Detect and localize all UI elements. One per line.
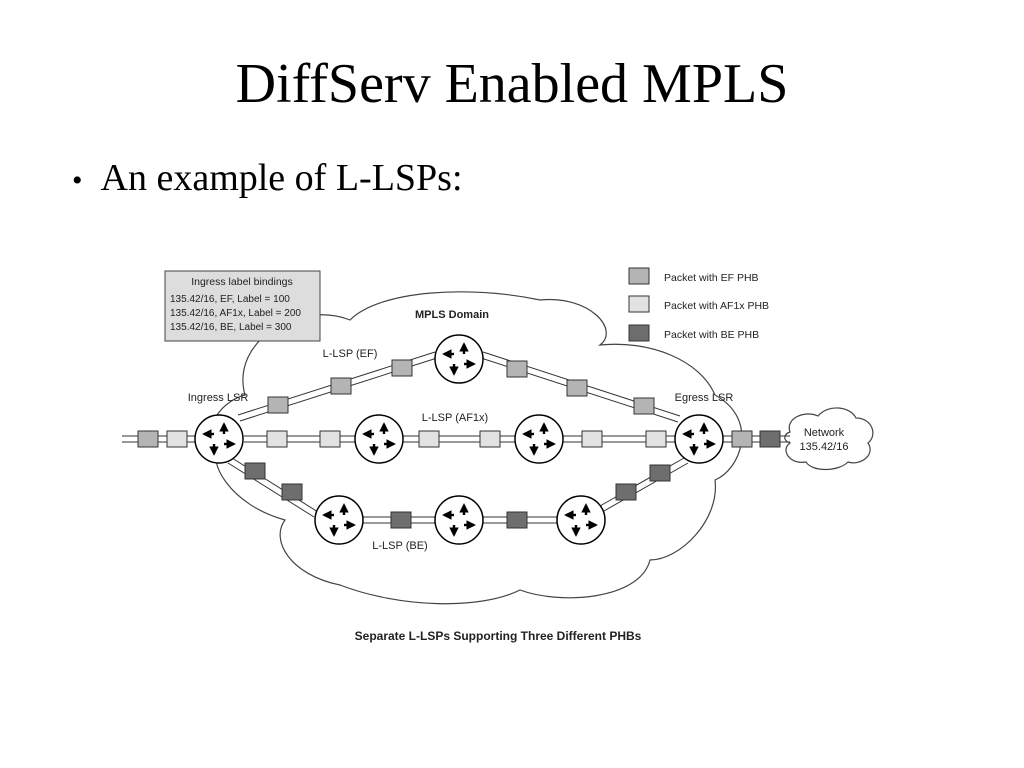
packet-ef <box>137 430 159 448</box>
packet-be <box>506 511 528 529</box>
ingress-lsr-label: Ingress LSR <box>188 392 249 404</box>
packet-af <box>319 430 341 448</box>
ingress-bindings-box: Ingress label bindings 135.42/16, EF, La… <box>164 270 321 342</box>
lsp-be-label: L-LSP (BE) <box>372 540 427 552</box>
network-cloud <box>784 407 874 471</box>
packet-be <box>390 511 412 529</box>
packet-ef <box>566 379 588 397</box>
legend-swatch-be <box>628 324 650 342</box>
packet-ef <box>330 377 352 395</box>
router-be-2-icon <box>434 495 484 545</box>
packet-af <box>166 430 188 448</box>
packet-be <box>649 464 671 482</box>
packet-be <box>615 483 637 501</box>
router-be-1-icon <box>314 495 364 545</box>
legend-label-ef: Packet with EF PHB <box>664 272 759 284</box>
router-egress-icon <box>674 414 724 464</box>
bullet-text: An example of L-LSPs: <box>100 157 463 199</box>
bindings-title: Ingress label bindings <box>191 276 293 288</box>
packet-ef <box>731 430 753 448</box>
legend-swatch-af <box>628 295 650 313</box>
bullet-item: • An example of L-LSPs: <box>72 156 463 200</box>
diagram-caption: Separate L-LSPs Supporting Three Differe… <box>355 629 642 643</box>
be-packets <box>244 430 781 529</box>
router-af-1-icon <box>354 414 404 464</box>
packet-ef <box>633 397 655 415</box>
mpls-domain-cloud <box>212 291 743 605</box>
router-af-2-icon <box>514 414 564 464</box>
packet-be <box>759 430 781 448</box>
mpls-domain-label: MPLS Domain <box>415 309 489 321</box>
lsp-af-label: L-LSP (AF1x) <box>422 412 488 424</box>
legend-label-be: Packet with BE PHB <box>664 329 759 341</box>
network-prefix-label: 135.42/16 <box>800 441 849 453</box>
packet-be <box>281 483 303 501</box>
router-ingress-icon <box>194 414 244 464</box>
packet-ef <box>506 360 528 378</box>
binding-line: 135.42/16, EF, Label = 100 <box>170 294 290 305</box>
bullet-dot-icon: • <box>72 164 83 197</box>
binding-line: 135.42/16, BE, Label = 300 <box>170 322 292 333</box>
binding-line: 135.42/16, AF1x, Label = 200 <box>170 308 301 319</box>
packet-ef <box>391 359 413 377</box>
legend-label-af: Packet with AF1x PHB <box>664 300 769 312</box>
egress-lsr-label: Egress LSR <box>675 392 734 404</box>
slide-title: DiffServ Enabled MPLS <box>235 53 789 115</box>
packet-ef <box>267 396 289 414</box>
lsp-ef-label: L-LSP (EF) <box>323 348 378 360</box>
router-ef-icon <box>434 334 484 384</box>
ef-packets <box>137 359 753 448</box>
legend-swatch-ef <box>628 267 650 285</box>
packet-af <box>581 430 603 448</box>
packet-be <box>244 462 266 480</box>
packet-af <box>479 430 501 448</box>
router-be-3-icon <box>556 495 606 545</box>
packet-af <box>266 430 288 448</box>
af-packets <box>166 430 667 448</box>
packet-af <box>418 430 440 448</box>
legend: Packet with EF PHB Packet with AF1x PHB … <box>628 267 769 342</box>
network-label: Network <box>804 427 845 439</box>
packet-af <box>645 430 667 448</box>
